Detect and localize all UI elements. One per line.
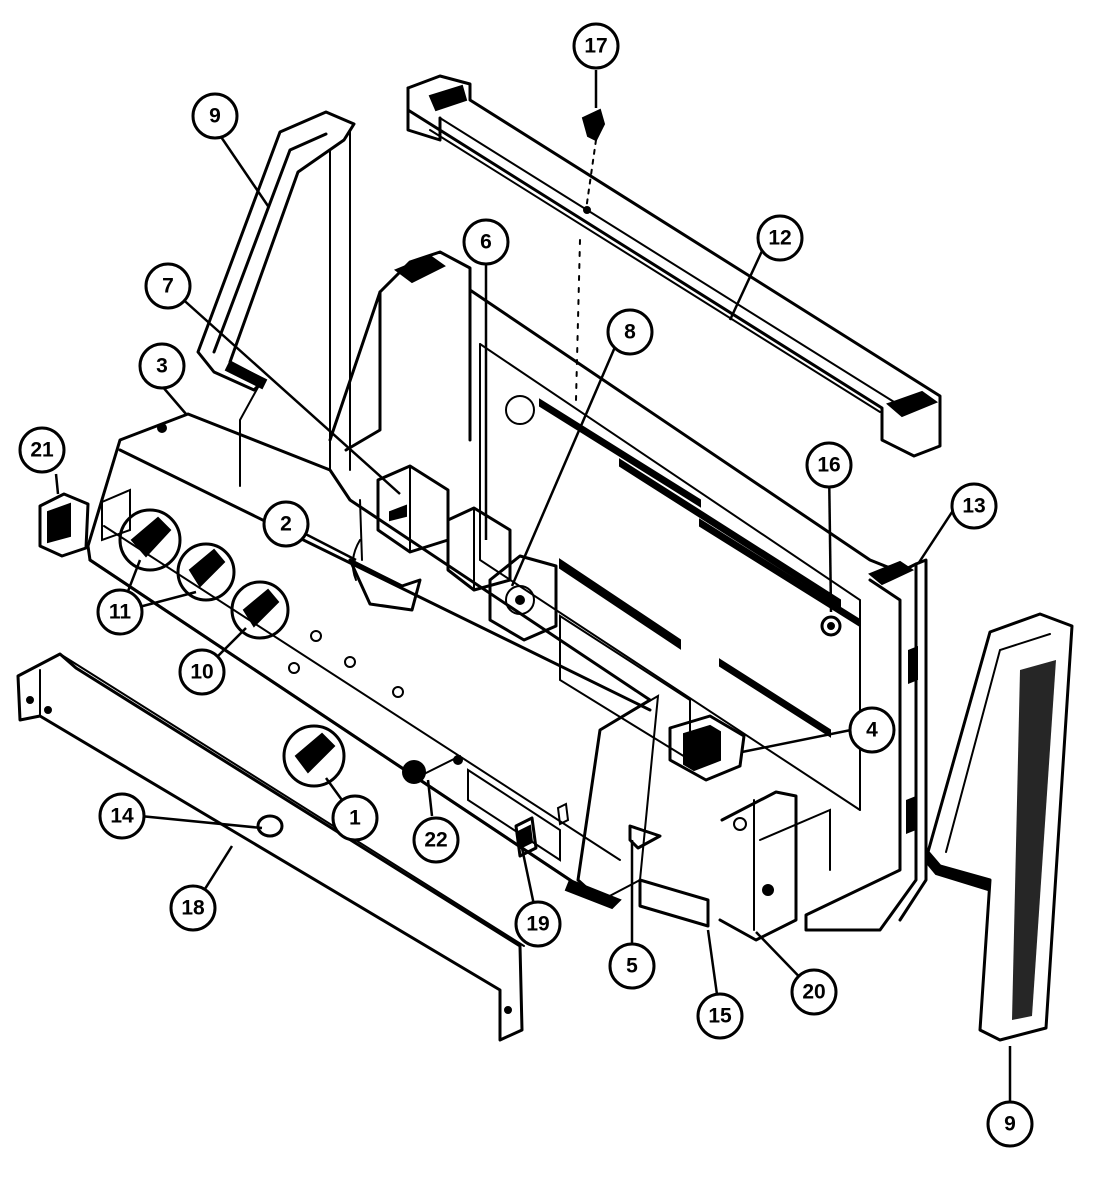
bushing (256, 814, 284, 838)
svg-text:15: 15 (708, 1005, 732, 1028)
svg-text:18: 18 (181, 897, 205, 920)
lower-trim (16, 652, 525, 1042)
svg-text:16: 16 (817, 454, 840, 477)
svg-text:12: 12 (768, 227, 791, 250)
panel-strip (638, 878, 710, 928)
screw (575, 108, 606, 401)
callout-22: 22 (412, 816, 460, 864)
control-panel (86, 412, 660, 910)
callout-16: 16 (805, 441, 853, 489)
svg-text:8: 8 (624, 321, 636, 344)
callout-1: 1 (331, 794, 379, 842)
switch-block (668, 714, 746, 782)
svg-text:1: 1 (349, 807, 361, 830)
rear-top-channel (406, 74, 942, 458)
push-button (402, 755, 463, 784)
callout-2: 2 (262, 500, 310, 548)
callout-13: 13 (950, 482, 998, 530)
callout-11: 11 (96, 588, 144, 636)
control-module (446, 506, 512, 592)
svg-text:14: 14 (110, 805, 134, 828)
timer-motor (488, 554, 558, 642)
callout-8: 8 (606, 308, 654, 356)
callout-3: 3 (138, 342, 186, 390)
grommet (820, 615, 842, 637)
control-knobs (118, 508, 236, 602)
svg-text:3: 3 (156, 355, 168, 378)
callout-12: 12 (756, 214, 804, 262)
callout-15: 15 (696, 992, 744, 1040)
svg-text:2: 2 (280, 513, 292, 536)
callout-6: 6 (462, 218, 510, 266)
callout-9-bottom: 9 (986, 1100, 1034, 1148)
callout-5: 5 (608, 942, 656, 990)
svg-text:20: 20 (802, 981, 825, 1004)
svg-text:17: 17 (584, 35, 607, 58)
right-side-trim (924, 612, 1074, 1042)
knob-10 (230, 580, 290, 640)
knob-1 (282, 724, 346, 788)
svg-text:22: 22 (424, 829, 447, 852)
svg-text:11: 11 (109, 601, 132, 624)
svg-text:6: 6 (480, 231, 492, 254)
svg-text:9: 9 (209, 105, 221, 128)
component-block (376, 464, 450, 554)
callout-9-top: 9 (191, 92, 239, 140)
callout-10: 10 (178, 648, 226, 696)
wire-harness-clip (348, 499, 422, 612)
callout-18: 18 (169, 884, 217, 932)
callout-20: 20 (790, 968, 838, 1016)
callout-14: 14 (98, 792, 146, 840)
svg-text:7: 7 (162, 275, 174, 298)
svg-text:13: 13 (962, 495, 985, 518)
svg-text:5: 5 (626, 955, 638, 978)
backguard-frame (328, 250, 928, 932)
bracket-plate (628, 824, 662, 850)
svg-text:9: 9 (1004, 1113, 1016, 1136)
svg-text:10: 10 (190, 661, 213, 684)
rocker-switch (38, 488, 131, 558)
callout-7: 7 (144, 262, 192, 310)
callout-4: 4 (848, 706, 896, 754)
callout-19: 19 (514, 900, 562, 948)
side-bracket (718, 790, 831, 942)
svg-text:4: 4 (866, 719, 878, 742)
retainer-clip (514, 802, 570, 858)
svg-text:21: 21 (30, 439, 54, 462)
svg-text:19: 19 (526, 913, 549, 936)
callout-21: 21 (18, 426, 66, 474)
left-side-trim (196, 110, 356, 487)
callout-17: 17 (572, 22, 620, 70)
